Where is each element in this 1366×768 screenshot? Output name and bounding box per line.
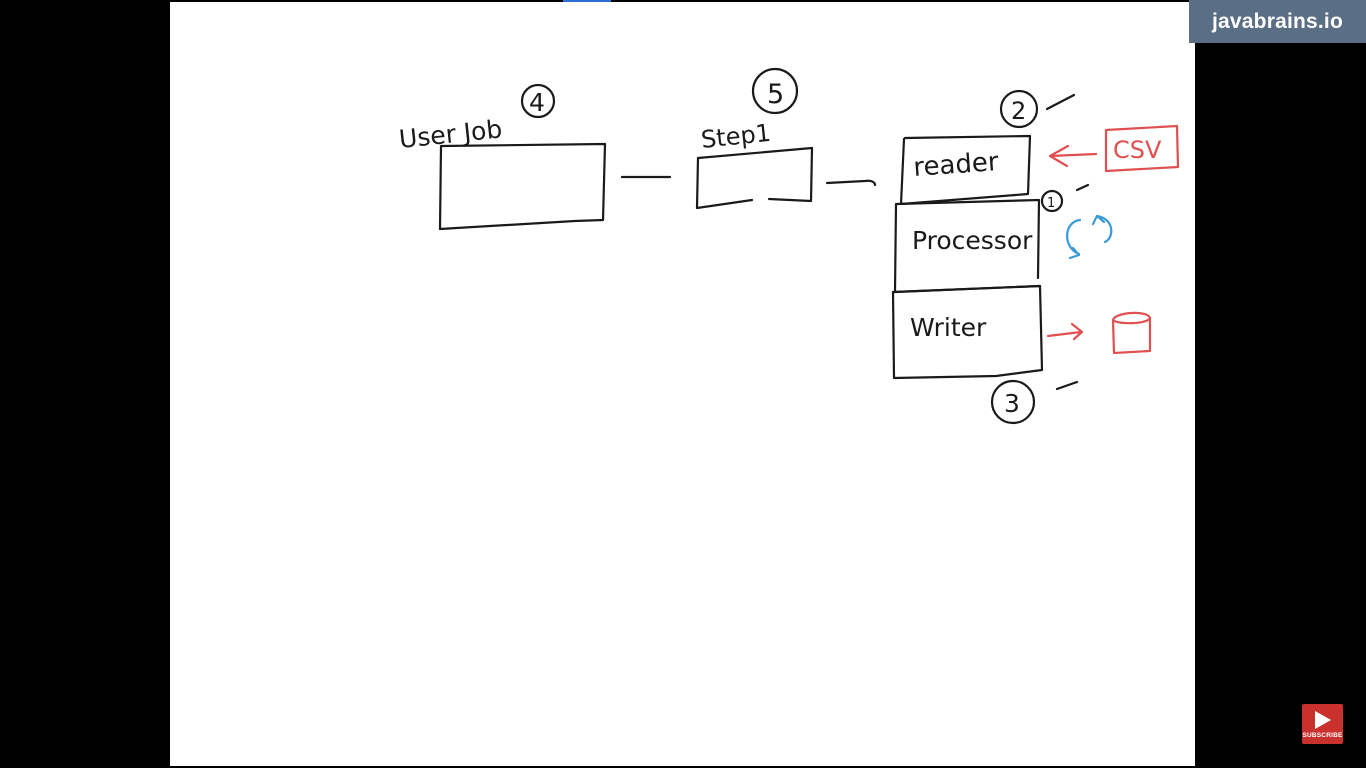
step-box (695, 146, 814, 210)
processor-tick-mark (1075, 183, 1090, 192)
writer-number-circle (990, 379, 1036, 425)
step-reader-arrow (825, 179, 877, 187)
user-job-box (438, 142, 607, 231)
play-icon (1315, 711, 1331, 729)
step-number: 5 (767, 79, 784, 110)
processor-number-circle (1040, 189, 1064, 213)
reader-number-circle (999, 89, 1039, 129)
writer-to-db-arrow (1046, 322, 1084, 341)
subscribe-label: SUBSCRIBE (1302, 732, 1343, 739)
whiteboard-diagram: User Job 4 Step1 5 reader 2 Processor 1 … (398, 67, 1180, 425)
user-job-number: 4 (529, 88, 545, 117)
whiteboard-canvas: User Job 4 Step1 5 reader 2 Processor 1 … (170, 2, 1195, 766)
processor-number: 1 (1047, 196, 1055, 211)
processing-cycle-icon (1066, 214, 1113, 260)
writer-box (891, 284, 1044, 380)
reader-label: reader (912, 147, 999, 183)
csv-to-reader-arrow (1048, 144, 1098, 168)
user-job-number-circle (520, 83, 556, 119)
reader-box (899, 134, 1032, 206)
writer-number: 3 (1004, 389, 1020, 418)
video-progress-marker (563, 0, 611, 2)
user-job-label: User Job (398, 114, 504, 154)
csv-box (1104, 124, 1180, 173)
writer-tick-mark (1055, 380, 1079, 391)
javabrains-watermark: javabrains.io (1189, 0, 1366, 43)
step-number-circle (751, 67, 799, 115)
csv-label: CSV (1113, 136, 1162, 164)
reader-number: 2 (1011, 97, 1026, 125)
processor-label: Processor (912, 226, 1033, 255)
subscribe-button[interactable]: SUBSCRIBE (1302, 704, 1343, 744)
step-label: Step1 (700, 119, 772, 154)
database-icon (1111, 311, 1152, 355)
writer-label: Writer (910, 313, 987, 342)
reader-tick-mark (1045, 93, 1076, 111)
